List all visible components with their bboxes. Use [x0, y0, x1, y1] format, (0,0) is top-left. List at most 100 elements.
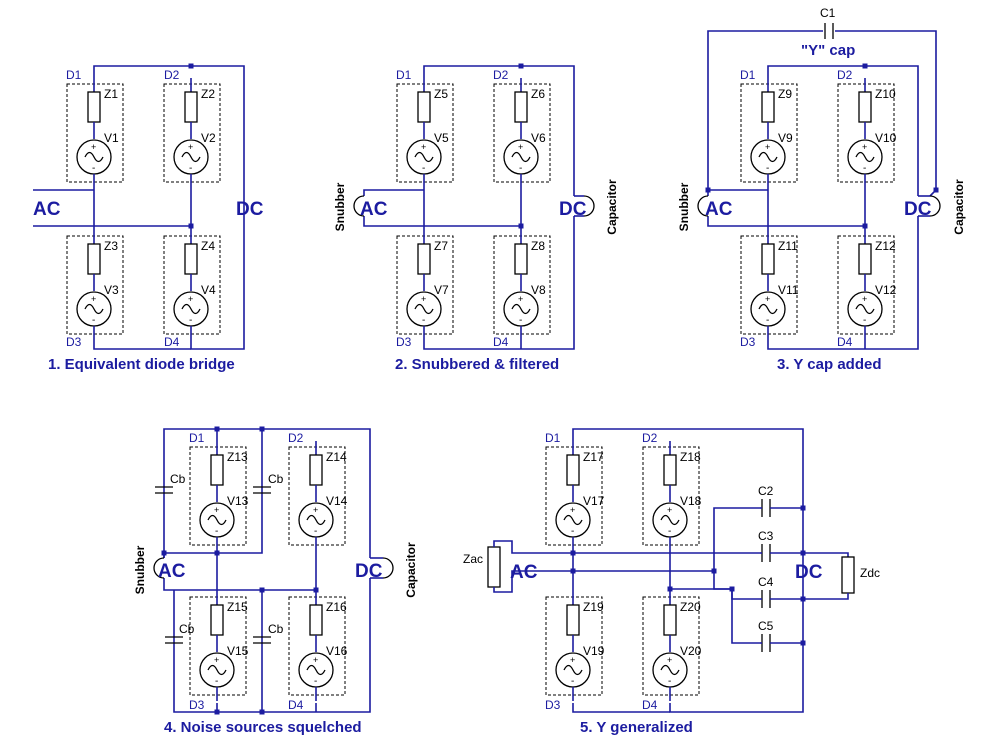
- impedance-symbol: [858, 243, 872, 275]
- zdc-label: Zdc: [860, 566, 880, 580]
- source-label: V7: [434, 283, 449, 297]
- panel-caption: 4. Noise sources squelched: [164, 719, 362, 736]
- source-label: V2: [201, 131, 216, 145]
- source-label: V17: [583, 494, 605, 508]
- ac-label: AC: [510, 562, 538, 583]
- capacitor-label: C3: [758, 529, 774, 543]
- source-label: V14: [326, 494, 348, 508]
- source-label: V20: [680, 644, 702, 658]
- source-label: V9: [778, 131, 793, 145]
- capacitor-label: Capacitor: [404, 542, 418, 598]
- diode-label: D2: [288, 431, 304, 445]
- impedance-symbol: [184, 243, 198, 275]
- source-label: V16: [326, 644, 348, 658]
- svg-text:+: +: [91, 142, 96, 152]
- diode-label: D3: [740, 335, 756, 349]
- snubber-symbol: [153, 557, 165, 579]
- impedance-label: Z10: [875, 87, 896, 101]
- panel-caption: 1. Equivalent diode bridge: [48, 356, 235, 373]
- impedance-symbol: [309, 454, 323, 486]
- source-label: V15: [227, 644, 249, 658]
- svg-text:-: -: [668, 676, 671, 687]
- dc-label: DC: [904, 199, 932, 220]
- impedance-label: Z14: [326, 450, 347, 464]
- svg-text:+: +: [421, 294, 426, 304]
- snubber-label: Snubber: [677, 182, 691, 231]
- capacitor-label: Capacitor: [952, 179, 966, 235]
- zac-impedance-symbol: [487, 546, 501, 588]
- svg-text:+: +: [214, 655, 219, 665]
- svg-text:+: +: [765, 294, 770, 304]
- cb-label: Cb: [268, 622, 284, 636]
- impedance-symbol: [514, 91, 528, 123]
- svg-text:-: -: [519, 163, 522, 174]
- ac-label: AC: [33, 199, 61, 220]
- impedance-label: Z1: [104, 87, 118, 101]
- svg-text:-: -: [314, 676, 317, 687]
- svg-text:+: +: [188, 294, 193, 304]
- svg-text:+: +: [765, 142, 770, 152]
- svg-text:-: -: [92, 315, 95, 326]
- source-label: V13: [227, 494, 249, 508]
- impedance-label: Z5: [434, 87, 448, 101]
- diode-label: D3: [66, 335, 82, 349]
- diode-label: D1: [545, 431, 561, 445]
- impedance-label: Z12: [875, 239, 896, 253]
- capacitor-label: C4: [758, 575, 774, 589]
- svg-text:-: -: [863, 315, 866, 326]
- svg-text:-: -: [863, 163, 866, 174]
- dc-label: DC: [355, 561, 383, 582]
- impedance-label: Z13: [227, 450, 248, 464]
- source-label: V4: [201, 283, 216, 297]
- svg-text:+: +: [570, 505, 575, 515]
- diode-label: D4: [164, 335, 180, 349]
- impedance-label: Z8: [531, 239, 545, 253]
- svg-text:+: +: [313, 505, 318, 515]
- y-cap-label: "Y" cap: [801, 42, 855, 59]
- snubber-label: Snubber: [333, 182, 347, 231]
- source-label: V5: [434, 131, 449, 145]
- impedance-label: Z15: [227, 600, 248, 614]
- impedance-label: Z7: [434, 239, 448, 253]
- impedance-label: Z3: [104, 239, 118, 253]
- capacitor-label: C2: [758, 484, 774, 498]
- svg-text:-: -: [571, 526, 574, 537]
- source-label: V19: [583, 644, 605, 658]
- svg-text:-: -: [189, 315, 192, 326]
- zdc-impedance-symbol: [841, 556, 855, 594]
- source-label: V10: [875, 131, 897, 145]
- impedance-symbol: [417, 91, 431, 123]
- impedance-label: Z18: [680, 450, 701, 464]
- impedance-symbol: [761, 243, 775, 275]
- svg-text:-: -: [422, 315, 425, 326]
- svg-text:-: -: [92, 163, 95, 174]
- svg-text:-: -: [668, 526, 671, 537]
- snubber-symbol: [697, 195, 709, 217]
- cb-label: Cb: [179, 622, 195, 636]
- svg-text:-: -: [215, 676, 218, 687]
- diode-label: D3: [396, 335, 412, 349]
- svg-text:+: +: [313, 655, 318, 665]
- y-cap-name: C1: [820, 6, 836, 20]
- svg-text:+: +: [518, 294, 523, 304]
- svg-text:+: +: [667, 505, 672, 515]
- panel-caption: 5. Y generalized: [580, 719, 693, 736]
- source-label: V1: [104, 131, 119, 145]
